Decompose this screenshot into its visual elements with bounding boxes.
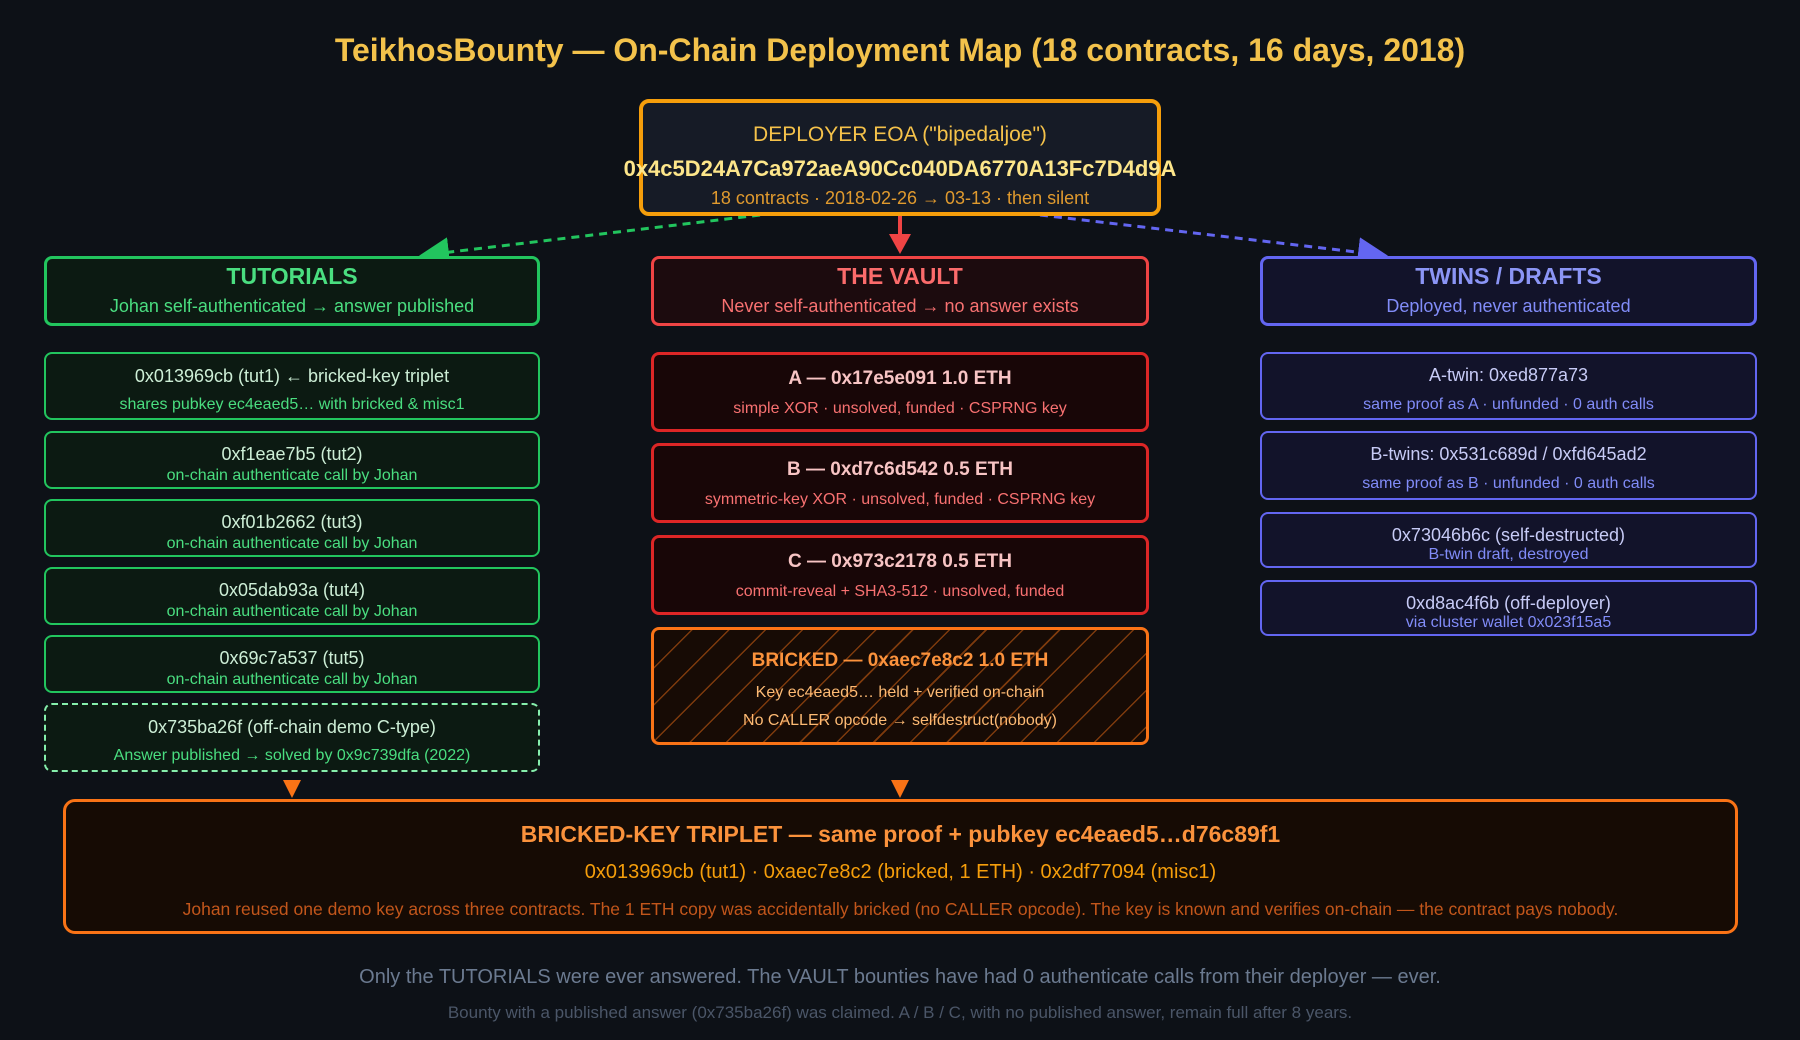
- bricked-title: BRICKED — 0xaec7e8c2 1.0 ETH: [751, 650, 1049, 671]
- triplet-members: 0x013969cb (tut1) · 0xaec7e8c2 (bricked,…: [584, 861, 1217, 883]
- page-title: TeikhosBounty — On-Chain Deployment Map …: [334, 32, 1466, 68]
- twin-item: 0x73046b6c (self-destructed) B-twin draf…: [1260, 512, 1757, 568]
- footer-summary: Only the TUTORIALS were ever answered. T…: [359, 966, 1441, 988]
- triplet-note: Johan reused one demo key across three c…: [182, 899, 1619, 919]
- triplet-title: BRICKED-KEY TRIPLET — same proof + pubke…: [520, 821, 1281, 847]
- twin-item-detail: via cluster wallet 0x023f15a5: [1405, 614, 1612, 631]
- twin-item-detail: B-twin draft, destroyed: [1428, 546, 1589, 563]
- vault-item-detail: commit-reveal + SHA3-512 · unsolved, fun…: [735, 583, 1065, 600]
- tutorial-item-title: 0x05dab93a (tut4): [218, 580, 366, 600]
- tutorial-item-detail: shares pubkey ec4eaed5… with bricked & m…: [119, 396, 465, 413]
- twin-item-title: B-twins: 0x531c689d / 0xfd645ad2: [1370, 444, 1647, 464]
- twin-item-detail: same proof as B · unfunded · 0 auth call…: [1362, 475, 1655, 492]
- vault-item-c: C — 0x973c2178 0.5 ETH commit-reveal + S…: [651, 535, 1149, 615]
- footer-note: Bounty with a published answer (0x735ba2…: [447, 1003, 1353, 1022]
- tutorial-item-detail: on-chain authenticate call by Johan: [166, 671, 418, 688]
- vault-item-detail: simple XOR · unsolved, funded · CSPRNG k…: [733, 400, 1067, 417]
- tutorials-header: TUTORIALS Johan self-authenticated → ans…: [44, 256, 540, 326]
- bricked-contract-box: BRICKED — 0xaec7e8c2 1.0 ETH Key ec4eaed…: [651, 627, 1149, 745]
- arrow-to-triplet-left: [283, 780, 301, 798]
- vault-item-title: B — 0xd7c6d542 0.5 ETH: [787, 459, 1013, 480]
- vault-item-title: A — 0x17e5e091 1.0 ETH: [788, 368, 1012, 389]
- tutorial-item-detail: on-chain authenticate call by Johan: [166, 603, 418, 620]
- vault-header: THE VAULT Never self-authenticated → no …: [651, 256, 1149, 326]
- bricked-key-triplet-box: BRICKED-KEY TRIPLET — same proof + pubke…: [63, 799, 1738, 934]
- twin-item: 0xd8ac4f6b (off-deployer) via cluster wa…: [1260, 580, 1757, 636]
- tutorial-item: 0x013969cb (tut1) ← bricked-key triplet …: [44, 352, 540, 420]
- arrow-to-tutorials: [419, 213, 761, 268]
- tutorial-item-title: 0xf01b2662 (tut3): [221, 512, 363, 532]
- tutorial-item-offchain: 0x735ba26f (off-chain demo C-type) Answe…: [44, 703, 540, 772]
- arrow-to-triplet-right: [891, 780, 909, 798]
- bricked-opcode-note: No CALLER opcode → selfdestruct(nobody): [743, 712, 1057, 729]
- tutorial-item: 0x05dab93a (tut4) on-chain authenticate …: [44, 567, 540, 625]
- tutorial-item: 0xf1eae7b5 (tut2) on-chain authenticate …: [44, 431, 540, 489]
- twin-item-title: 0xd8ac4f6b (off-deployer): [1406, 593, 1611, 613]
- vault-item-b: B — 0xd7c6d542 0.5 ETH symmetric-key XOR…: [651, 443, 1149, 523]
- vault-item-title: C — 0x973c2178 0.5 ETH: [788, 551, 1012, 572]
- twins-header: TWINS / DRAFTS Deployed, never authentic…: [1260, 256, 1757, 326]
- arrow-to-twins: [1039, 213, 1388, 268]
- tutorial-item-detail: Answer published → solved by 0x9c739dfa …: [113, 747, 471, 764]
- deployer-box: DEPLOYER EOA ("bipedaljoe") 0x4c5D24A7Ca…: [624, 99, 1176, 216]
- vault-item-detail: symmetric-key XOR · unsolved, funded · C…: [704, 491, 1096, 508]
- tutorial-item: 0xf01b2662 (tut3) on-chain authenticate …: [44, 499, 540, 557]
- tutorial-item-detail: on-chain authenticate call by Johan: [166, 467, 418, 484]
- twins-title: TWINS / DRAFTS: [1415, 263, 1602, 289]
- twin-item: B-twins: 0x531c689d / 0xfd645ad2 same pr…: [1260, 431, 1757, 500]
- deployer-label: DEPLOYER EOA ("bipedaljoe"): [753, 123, 1047, 146]
- vault-subtitle: Never self-authenticated → no answer exi…: [721, 296, 1079, 316]
- tutorial-item-detail: on-chain authenticate call by Johan: [166, 535, 418, 552]
- vault-item-a: A — 0x17e5e091 1.0 ETH simple XOR · unso…: [651, 352, 1149, 432]
- tutorial-item-title: 0x013969cb (tut1) ← bricked-key triplet: [134, 366, 450, 386]
- deployer-summary: 18 contracts · 2018-02-26 → 03-13 · then…: [710, 188, 1090, 208]
- tutorials-title: TUTORIALS: [226, 263, 358, 289]
- tutorials-subtitle: Johan self-authenticated → answer publis…: [109, 296, 475, 316]
- tutorial-item: 0x69c7a537 (tut5) on-chain authenticate …: [44, 635, 540, 693]
- bricked-key-note: Key ec4eaed5… held + verified on-chain: [755, 684, 1045, 701]
- twin-item-detail: same proof as A · unfunded · 0 auth call…: [1363, 396, 1654, 413]
- vault-title: THE VAULT: [837, 263, 963, 289]
- twin-item-title: A-twin: 0xed877a73: [1428, 365, 1589, 385]
- deployer-address: 0x4c5D24A7Ca972aeA90Cc040DA6770A13Fc7D4d…: [623, 156, 1177, 181]
- twin-item: A-twin: 0xed877a73 same proof as A · unf…: [1260, 352, 1757, 420]
- tutorial-item-title: 0x735ba26f (off-chain demo C-type): [148, 717, 436, 737]
- twins-subtitle: Deployed, never authenticated: [1386, 296, 1631, 316]
- twin-item-title: 0x73046b6c (self-destructed): [1391, 525, 1626, 545]
- arrow-to-vault-head: [889, 234, 911, 254]
- tutorial-item-title: 0xf1eae7b5 (tut2): [221, 444, 363, 464]
- tutorial-item-title: 0x69c7a537 (tut5): [219, 648, 365, 668]
